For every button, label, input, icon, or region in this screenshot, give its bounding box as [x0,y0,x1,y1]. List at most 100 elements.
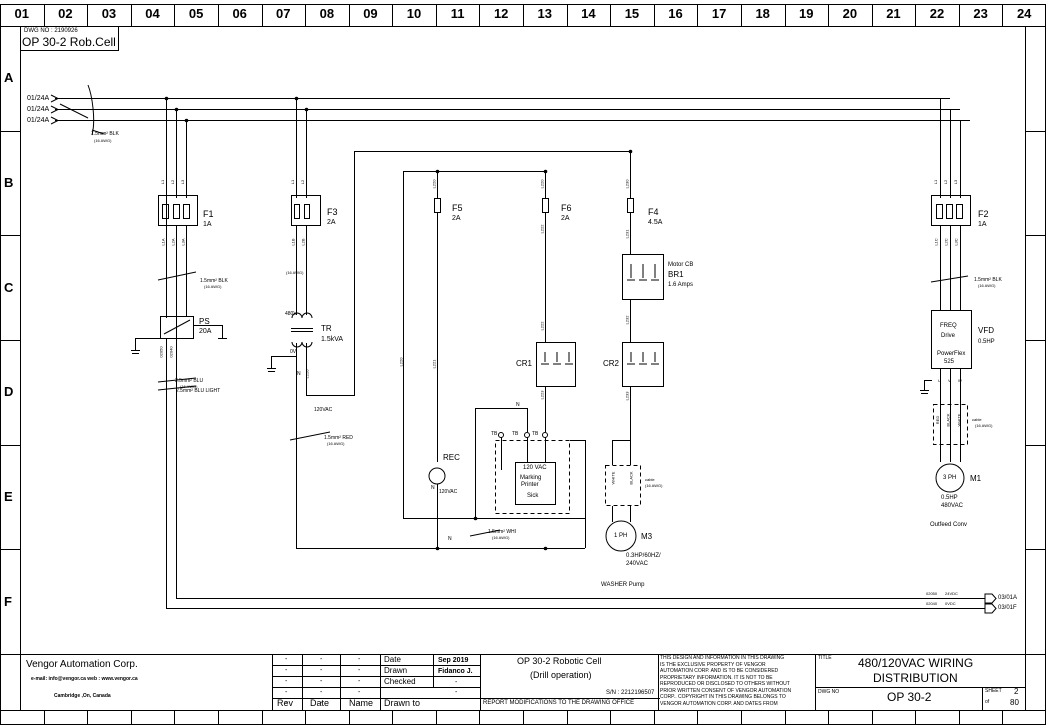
row-label: E [4,489,13,504]
neutral-label: N [448,536,452,542]
wire-label: L2 [943,179,949,185]
wire-label: L233 [624,391,630,401]
revision-cell: - [320,678,323,685]
column-number: 15 [624,6,640,21]
rec-neutral: N [431,485,435,491]
output-ref: 03/01F [998,605,1017,611]
wire-note: (16 AWG) [978,283,996,288]
revision-cell: - [358,667,361,674]
column-number: 21 [886,6,901,21]
wire-label: L2 [300,179,306,185]
sheet-label: SHEET [985,688,1002,694]
sheet-number: 2 [1014,687,1019,696]
report-note: REPORT MODIFICATIONS TO THE DRAWING OFFI… [483,700,635,706]
wire-label: L1 [290,179,296,185]
column-number: 14 [581,6,596,21]
dwg-no-label: DWG NO [818,689,840,695]
m1-desc: Outfeed Conv [930,522,968,528]
output-volt: 0VDC [945,601,956,606]
f6-rating: 2A [561,215,570,222]
disclaimer: THIS DESIGN AND INFORMATION IN THIS DRAW… [660,655,814,707]
cable-core: RED [935,415,941,425]
wire-label: 02040 [168,346,174,358]
wire-note: (16 AWG) [975,423,993,428]
neutral-label: N [516,402,520,408]
column-number: 08 [319,6,335,21]
br1-type: Motor CB [668,262,694,268]
wire-note: 1.5mm² WHI [488,529,517,535]
m1-spec: 480VAC [941,503,963,509]
disclaimer-line: PRIOR WRITTEN CONSENT OF VENGOR AUTOMATI… [660,687,792,694]
wire-label: L220 [398,357,404,367]
br1-rating: 1.6 Amps [668,282,694,288]
wire-label: L3 [953,179,959,185]
column-number: 12 [493,6,509,21]
project-title: OP 30-2 Robotic Cell [517,656,602,666]
f2-rating: 1A [978,221,987,228]
vfd-line: FREQ [940,323,957,329]
column-number: 19 [799,6,814,21]
revision-cell: - [320,656,323,663]
incoming-ref: 01/24A [27,106,50,113]
wire-label: L222 [539,321,545,331]
drawn-label: Drawn [384,666,408,675]
project-subtitle: (Drill operation) [530,670,592,680]
wire-label: L220 [431,179,437,189]
ps-label: PS [199,317,210,326]
drawn-to-header: Drawn to [384,698,421,708]
f4-label: F4 [648,207,659,217]
m1-label: M1 [970,474,982,483]
cr2-label: CR2 [603,359,620,368]
column-number: 07 [276,6,291,21]
f6-label: F6 [561,203,572,213]
output-volt: 24VDC [945,591,958,596]
f1-label: F1 [203,209,214,219]
disclaimer-line: REPRODUCED OR DISCLOSED TO OTHERS WITHOU… [660,681,790,687]
company-location: Cambridge ,On, Canada [54,693,111,699]
column-number: 09 [363,6,378,21]
row-label: A [4,70,14,86]
drawing-title-line1: 480/120VAC WIRING [858,656,974,670]
m3-label: M3 [641,532,653,541]
revision-cell: - [285,689,288,696]
row-label: F [4,593,12,609]
company-name: Vengor Automation Corp. [26,659,138,670]
ps-rating: 20A [199,328,212,335]
incoming-ref: 01/24A [27,95,50,102]
column-number: 04 [145,6,160,21]
vfd-line: 525 [944,359,955,365]
tr-label: TR [321,324,332,333]
revision-cell: - [320,667,323,674]
revision-cell: - [285,667,288,674]
column-number: 10 [406,6,422,21]
f1-rating: 1A [203,221,212,228]
revision-cell: - [358,700,361,707]
blank-value: - [455,689,458,696]
br1-label: BR1 [668,270,684,279]
cable-note: cable [645,477,655,482]
disclaimer-line: AUTOMATION CORP. AND IS TO BE CONSIDERED [660,668,779,674]
tr-rating: 1.5kVA [321,336,344,343]
column-number: 20 [842,6,858,21]
wire-note: 2.5mm² BLU LIGHT [176,388,221,394]
wire-label: L232 [624,315,630,325]
date-label: Date [384,655,401,664]
checked-value: - [455,679,458,686]
incoming-ref: 01/24A [27,117,50,124]
m1-symbol: 3 PH [943,475,957,481]
f5-rating: 2A [452,215,461,222]
wire-label: L1 [160,179,166,185]
m1-spec: 0.5HP [941,495,958,501]
checked-label: Checked [384,677,416,686]
wire-label: L2A [170,238,176,246]
wire-label: L2 [170,179,176,185]
wire-label: L3C [953,238,959,246]
tb-label: TB [512,431,519,437]
column-number: 24 [1016,6,1032,21]
cable-core: BLACK [945,413,951,427]
wire-note: 2.5mm² BLU [175,378,204,384]
wire-note: 1.5mm² BLK [974,277,1002,283]
wire-label: L1B [290,238,296,246]
drawing-title-line2: DISTRIBUTION [873,671,958,685]
